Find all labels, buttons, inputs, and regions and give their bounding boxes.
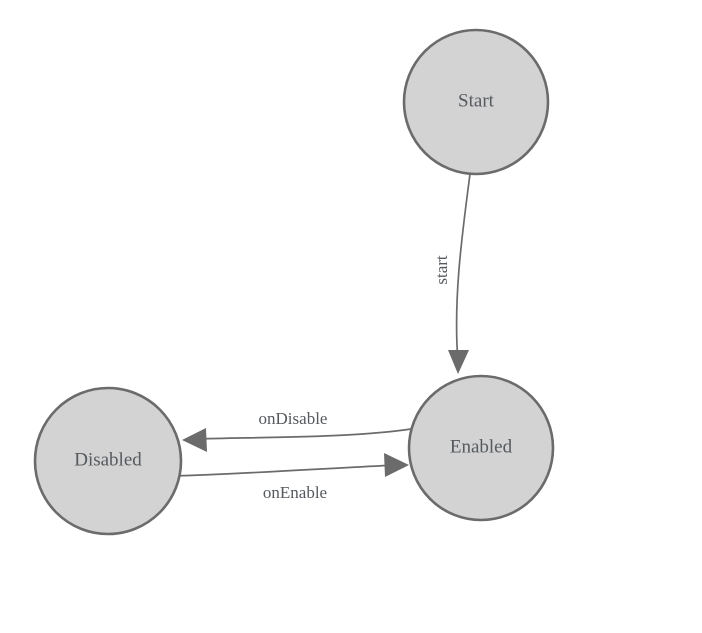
node-label-disabled: Disabled — [74, 449, 142, 470]
edge-disabled-to-enabled[interactable]: onEnable — [171, 453, 409, 502]
arrowhead-icon — [384, 453, 409, 477]
node-circle-start[interactable] — [402, 28, 550, 176]
node-start[interactable]: Start — [402, 28, 550, 176]
node-label-start: Start — [458, 90, 495, 111]
node-circle-enabled[interactable] — [407, 374, 555, 522]
edge-label-on-disable: onDisable — [259, 409, 328, 428]
node-enabled[interactable]: Enabled — [407, 374, 555, 522]
edge-path-disabled-to-enabled — [171, 464, 398, 477]
edge-label-start: start — [432, 255, 451, 285]
node-label-enabled: Enabled — [450, 436, 513, 457]
edge-start-to-enabled[interactable]: start — [432, 173, 471, 374]
edge-enabled-to-disabled[interactable]: onDisable — [182, 409, 412, 452]
arrowhead-icon — [182, 428, 207, 452]
edge-label-on-enable: onEnable — [263, 483, 327, 502]
node-circle-disabled[interactable] — [33, 386, 183, 536]
edge-path-start-to-enabled — [455, 173, 471, 363]
arrowhead-icon — [448, 350, 469, 374]
node-disabled[interactable]: Disabled — [33, 386, 183, 536]
edge-path-enabled-to-disabled — [193, 428, 412, 440]
